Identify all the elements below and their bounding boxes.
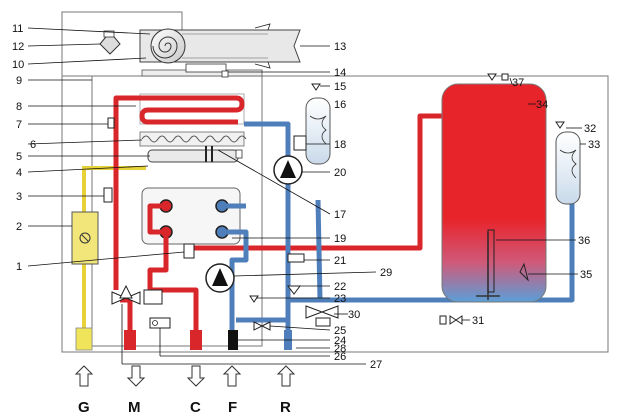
- callout-19: 19: [334, 233, 346, 245]
- expansion-vessel-16: [305, 83, 331, 165]
- flue-sensor-14: [185, 63, 227, 73]
- callout-22: 22: [334, 281, 346, 293]
- callout-3: 3: [16, 191, 22, 203]
- plate-heat-exchanger: [141, 187, 241, 245]
- outer-frame: [61, 75, 609, 353]
- connection-f-label: F: [228, 399, 237, 416]
- callout-30: 30: [348, 309, 360, 321]
- callout-25: 25: [334, 325, 346, 337]
- connection-m-label: M: [128, 399, 141, 416]
- callout-29: 29: [380, 267, 392, 279]
- callout-20: 20: [334, 167, 346, 179]
- expansion-vessel-33: [555, 121, 581, 205]
- pump-29-icon: [205, 263, 235, 293]
- callout-1: 1: [16, 261, 22, 273]
- callout-36: 36: [578, 235, 590, 247]
- connection-r-label: R: [280, 399, 291, 416]
- callout-27: 27: [370, 359, 382, 371]
- tank-air-vent-37: [487, 73, 509, 81]
- connection-c-label: C: [190, 399, 201, 416]
- callout-10: 10: [12, 59, 24, 71]
- callout-17: 17: [334, 209, 346, 221]
- callout-4: 4: [16, 167, 22, 179]
- callout-28: 28: [334, 343, 346, 355]
- callout-35: 35: [580, 269, 592, 281]
- callout-12: 12: [12, 41, 24, 53]
- connection-labels: G M C F R: [78, 399, 291, 416]
- connection-arrows: [74, 365, 296, 387]
- callout-14: 14: [334, 67, 346, 79]
- flue-frame: [61, 11, 183, 76]
- pump-20-icon: [273, 155, 303, 185]
- connection-g-label: G: [78, 399, 90, 416]
- callout-32: 32: [584, 123, 596, 135]
- callout-6: 6: [30, 139, 36, 151]
- callout-7: 7: [16, 119, 22, 131]
- callout-16: 16: [334, 99, 346, 111]
- callout-21: 21: [334, 255, 346, 267]
- callout-8: 8: [16, 101, 22, 113]
- callout-23: 23: [334, 293, 346, 305]
- three-way-valve-icon: [111, 284, 163, 305]
- callout-24: 24: [334, 335, 346, 347]
- callout-2: 2: [16, 221, 22, 233]
- callout-34: 34: [536, 99, 548, 111]
- callout-18: 18: [334, 139, 346, 151]
- air-pressure-switch-icon: [99, 30, 121, 55]
- primary-heat-exchanger: [118, 93, 247, 147]
- callout-15: 15: [334, 81, 346, 93]
- hot-water-tank: [441, 83, 547, 303]
- callout-26: 26: [334, 351, 346, 363]
- callout-5: 5: [16, 151, 22, 163]
- callout-37: 37: [512, 77, 524, 89]
- callout-33: 33: [588, 139, 600, 151]
- callout-11: 11: [12, 23, 23, 35]
- callout-numbers: 11 12 10 9 8 7 6 5 4 3 2 1 13 14 15 16 1…: [12, 23, 600, 371]
- pressure-switch-26-icon: [149, 317, 171, 329]
- leader-lines: [27, 27, 586, 365]
- callout-13: 13: [334, 41, 346, 53]
- callout-31: 31: [472, 315, 484, 327]
- fan-icon: [150, 28, 186, 64]
- callout-9: 9: [16, 75, 22, 87]
- diverter-valve-30-icon: [305, 305, 339, 327]
